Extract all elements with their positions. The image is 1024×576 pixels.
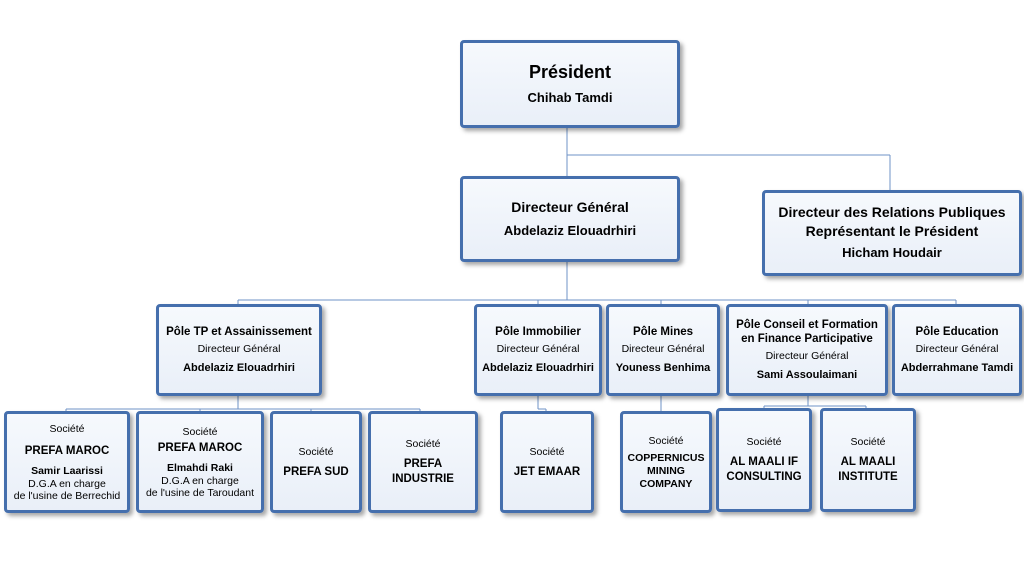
pole-director: Abdelaziz Elouadrhiri: [183, 362, 295, 374]
societe-label: Société: [746, 436, 782, 448]
societe-role: D.G.A en charge de l'usine de Taroudant: [145, 475, 255, 499]
pole-immobilier-box: Pôle Immobilier Directeur Général Abdela…: [474, 304, 602, 396]
societe-label: Société: [850, 436, 886, 448]
societe-name: AL MAALI INSTITUTE: [838, 456, 898, 483]
pole-title: Pôle Immobilier: [495, 326, 581, 338]
societe-label: Société: [49, 423, 85, 435]
president-name: Chihab Tamdi: [527, 90, 613, 105]
pole-title: Pôle Education: [915, 326, 999, 338]
pole-director: Abdelaziz Elouadrhiri: [482, 362, 594, 374]
societe-prefa-maroc-taroudant-box: Société PREFA MAROC Elmahdi Raki D.G.A e…: [136, 411, 264, 513]
societe-label: Société: [298, 445, 334, 458]
societe-name: PREFA SUD: [283, 465, 349, 478]
pole-role: Directeur Général: [621, 343, 705, 355]
societe-person: Elmahdi Raki: [167, 462, 233, 474]
societe-label: Société: [405, 438, 441, 450]
societe-name: PREFA MAROC: [157, 442, 243, 454]
pole-role: Directeur Général: [496, 343, 580, 355]
societe-name: COPPERNICUS MINING COMPANY: [627, 451, 705, 490]
dg-box: Directeur Général Abdelaziz Elouadrhiri: [460, 176, 680, 262]
societe-jet-emaar-box: Société JET EMAAR: [500, 411, 594, 513]
relations-title: Directeur des Relations Publiques Représ…: [778, 204, 1006, 239]
societe-name: PREFA INDUSTRIE: [392, 458, 454, 485]
dg-name: Abdelaziz Elouadrhiri: [503, 222, 637, 238]
societe-al-maali-consulting-box: Société AL MAALI IF CONSULTING: [716, 408, 812, 512]
societe-prefa-maroc-berrechid-box: Société PREFA MAROC Samir Laarissi D.G.A…: [4, 411, 130, 513]
pole-title: Pôle Mines: [632, 326, 694, 338]
societe-coppernicus-box: Société COPPERNICUS MINING COMPANY: [620, 411, 712, 513]
societe-name: PREFA MAROC: [24, 445, 110, 457]
pole-director: Sami Assoulaimani: [756, 369, 858, 381]
pole-role: Directeur Général: [765, 350, 849, 362]
societe-label: Société: [529, 445, 565, 458]
pole-director: Abderrahmane Tamdi: [900, 362, 1014, 374]
societe-role: D.G.A en charge de l'usine de Berrechid: [13, 478, 121, 502]
president-title: Président: [528, 62, 612, 82]
societe-prefa-sud-box: Société PREFA SUD: [270, 411, 362, 513]
dg-title: Directeur Général: [511, 198, 629, 215]
pole-title: Pôle Conseil et Formation en Finance Par…: [736, 319, 878, 345]
president-box: Président Chihab Tamdi: [460, 40, 680, 128]
societe-prefa-industrie-box: Société PREFA INDUSTRIE: [368, 411, 478, 513]
societe-name: JET EMAAR: [513, 465, 581, 478]
societe-label: Société: [182, 426, 218, 438]
pole-mines-box: Pôle Mines Directeur Général Youness Ben…: [606, 304, 720, 396]
societe-name: AL MAALI IF CONSULTING: [726, 456, 802, 483]
societe-al-maali-institute-box: Société AL MAALI INSTITUTE: [820, 408, 916, 512]
relations-name: Hicham Houdair: [842, 245, 942, 260]
pole-role: Directeur Général: [915, 343, 999, 355]
societe-person: Samir Laarissi: [31, 465, 103, 477]
pole-title: Pôle TP et Assainissement: [166, 326, 312, 338]
pole-role: Directeur Général: [197, 343, 281, 355]
pole-director: Youness Benhima: [615, 362, 711, 374]
pole-conseil-box: Pôle Conseil et Formation en Finance Par…: [726, 304, 888, 396]
pole-education-box: Pôle Education Directeur Général Abderra…: [892, 304, 1022, 396]
societe-label: Société: [648, 434, 684, 447]
relations-box: Directeur des Relations Publiques Représ…: [762, 190, 1022, 276]
pole-tp-box: Pôle TP et Assainissement Directeur Géné…: [156, 304, 322, 396]
